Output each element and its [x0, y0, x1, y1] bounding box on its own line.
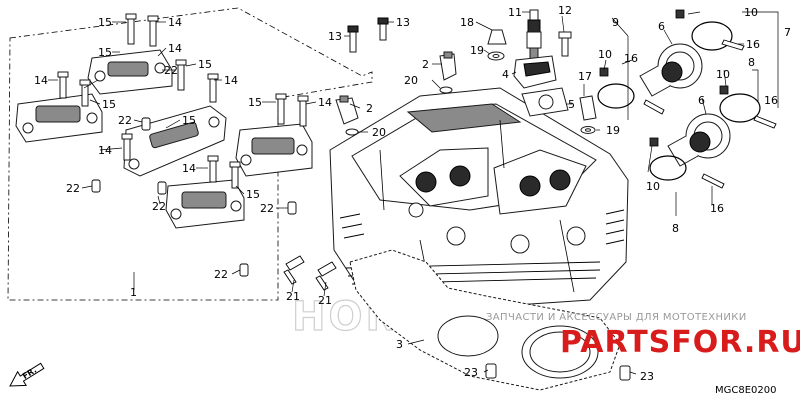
callout-23: 23 — [640, 370, 654, 383]
callout-18: 18 — [460, 16, 474, 29]
o-ring-20b — [345, 128, 359, 136]
callout-14: 14 — [168, 42, 182, 55]
insulator-lower — [667, 113, 731, 167]
front-direction-arrow: FR. — [9, 362, 45, 387]
callout-13: 13 — [396, 16, 410, 29]
callout-11: 11 — [508, 6, 522, 19]
callout-15: 15 — [102, 98, 116, 111]
callout-7: 7 — [784, 26, 791, 39]
callout-6: 6 — [698, 94, 705, 107]
callout-1: 1 — [130, 286, 137, 299]
callout-8: 8 — [672, 222, 679, 235]
callout-14: 14 — [34, 74, 48, 87]
callout-6: 6 — [658, 20, 665, 33]
callout-4: 4 — [502, 68, 509, 81]
callout-15: 15 — [182, 114, 196, 127]
callout-2: 2 — [422, 58, 429, 71]
callout-21: 21 — [318, 294, 332, 307]
watermark-logo: PARTSFOR.RU — [560, 325, 800, 360]
drawing-code: MGC8E0200 — [715, 385, 777, 396]
callout-15: 15 — [98, 46, 112, 59]
callout-10: 10 — [744, 6, 758, 19]
dowel-23a — [485, 363, 497, 379]
water-joint-lower — [335, 95, 359, 125]
camshaft-holder-lower — [165, 179, 245, 229]
callout-20: 20 — [372, 126, 386, 139]
callout-21: 21 — [286, 290, 300, 303]
band-screws — [643, 39, 777, 189]
washer-19b — [580, 126, 596, 134]
callout-2: 2 — [366, 102, 373, 115]
callout-5: 5 — [568, 98, 575, 111]
callout-14: 14 — [182, 162, 196, 175]
callout-13: 13 — [328, 30, 342, 43]
callout-19: 19 — [606, 124, 620, 137]
callout-9: 9 — [612, 16, 619, 29]
callout-22: 22 — [66, 182, 80, 195]
callout-14: 14 — [168, 16, 182, 29]
callout-15: 15 — [98, 16, 112, 29]
thermo-housing — [513, 55, 557, 89]
callout-16: 16 — [624, 52, 638, 65]
band-clips — [599, 9, 729, 147]
callout-15: 15 — [198, 58, 212, 71]
callout-20: 20 — [404, 74, 418, 87]
cylinder-head-assembly-frame — [7, 7, 373, 301]
callout-22: 22 — [152, 200, 166, 213]
callout-17: 17 — [578, 70, 592, 83]
callout-10: 10 — [646, 180, 660, 193]
callout-15: 15 — [246, 188, 260, 201]
leader-lines — [48, 11, 779, 375]
camshaft-holder-upper — [87, 49, 173, 95]
stud-bolts — [283, 255, 337, 291]
callout-12: 12 — [558, 4, 572, 17]
dowel-pins — [91, 117, 297, 277]
washer-19a — [487, 51, 505, 61]
callout-22: 22 — [214, 268, 228, 281]
callout-10: 10 — [716, 68, 730, 81]
flange-bolts — [57, 13, 309, 189]
hose-bands — [597, 21, 761, 181]
water-joint-upper — [439, 51, 457, 81]
callout-10: 10 — [598, 48, 612, 61]
callout-22: 22 — [118, 114, 132, 127]
callout-16: 16 — [764, 94, 778, 107]
camshaft-holder-right — [235, 123, 313, 177]
callout-14: 14 — [98, 144, 112, 157]
drain-plug — [579, 95, 597, 121]
cover-plate — [521, 87, 569, 117]
sealing-cap — [487, 29, 507, 45]
callout-16: 16 — [710, 202, 724, 215]
callout-labels: 15 14 15 14 15 15 14 14 22 14 22 15 14 2… — [34, 4, 791, 383]
callout-22: 22 — [164, 64, 178, 77]
callout-19: 19 — [470, 44, 484, 57]
dowel-23b — [619, 365, 631, 381]
bolt-13a — [347, 25, 359, 53]
spark-plug — [526, 9, 542, 61]
camshaft-holder-left — [15, 93, 103, 143]
callout-3: 3 — [396, 338, 403, 351]
callout-22: 22 — [260, 202, 274, 215]
insulator-upper — [639, 43, 703, 97]
bolt-13b — [377, 17, 389, 41]
callout-14: 14 — [318, 96, 332, 109]
head-gasket — [349, 249, 621, 391]
callout-15: 15 — [248, 96, 262, 109]
callout-16: 16 — [746, 38, 760, 51]
watermark-caption: ЗАПЧАСТИ И АКСЕССУАРЫ ДЛЯ МОТОТЕХНИКИ — [486, 312, 747, 323]
bolt-12 — [558, 31, 572, 57]
callout-23: 23 — [464, 366, 478, 379]
callout-8: 8 — [748, 56, 755, 69]
callout-14: 14 — [224, 74, 238, 87]
o-ring-20a — [439, 86, 453, 94]
